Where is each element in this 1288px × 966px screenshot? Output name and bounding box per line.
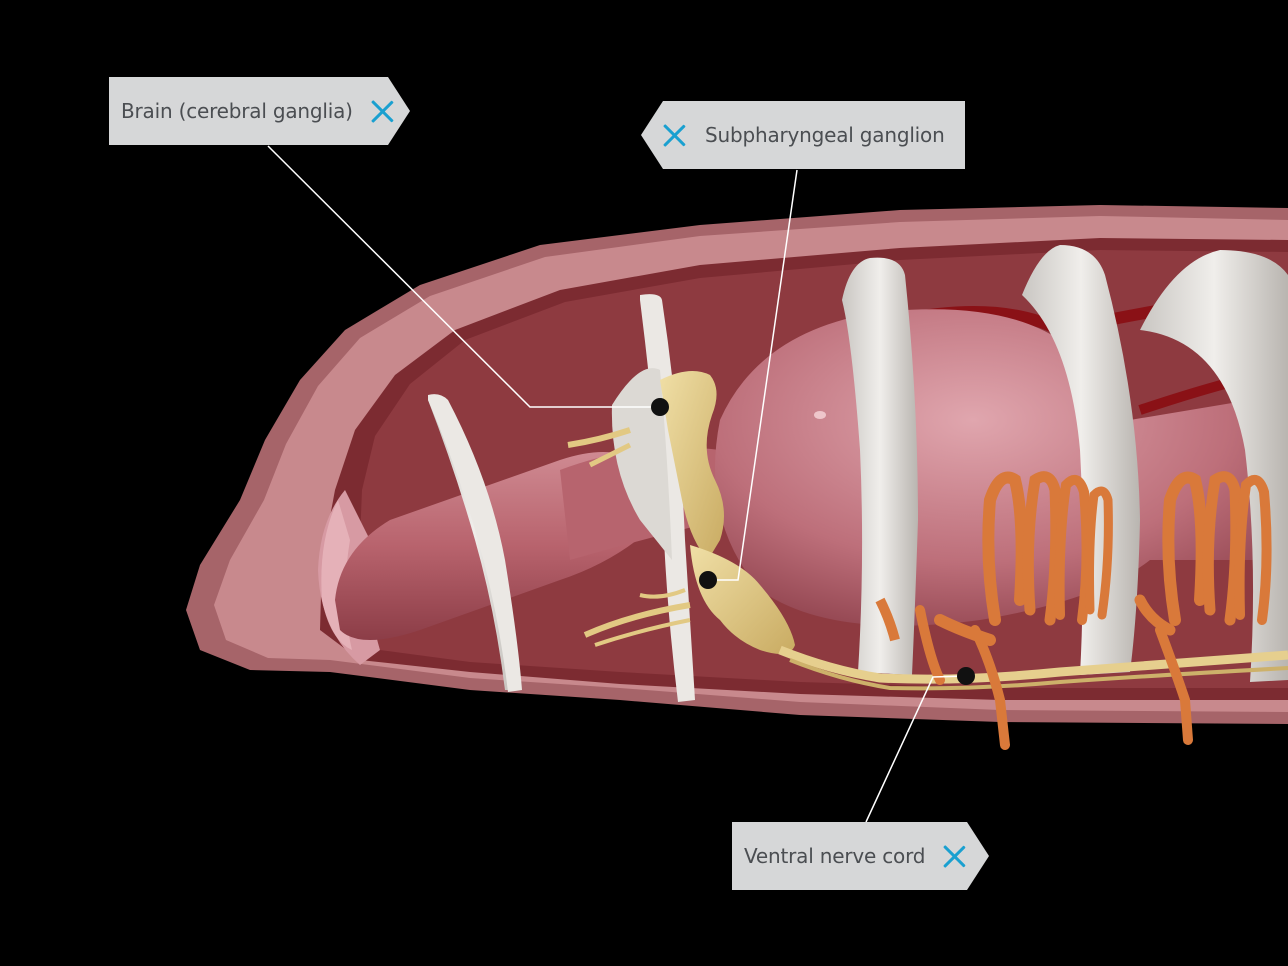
close-icon[interactable] xyxy=(941,843,967,869)
leader-lines xyxy=(267,145,967,823)
leader-line-subpharyngeal xyxy=(708,169,798,581)
label-text: Ventral nerve cord xyxy=(744,844,926,868)
label-ventral: Ventral nerve cord xyxy=(732,822,989,890)
label-text: Subpharyngeal ganglion xyxy=(705,123,945,147)
anchor-dot-brain xyxy=(651,398,669,416)
circumpharyngeal-connective xyxy=(690,545,795,654)
anchor-dot-subpharyngeal xyxy=(699,571,717,589)
septum xyxy=(1140,250,1288,682)
leader-line-brain xyxy=(267,145,660,408)
cerebral-ganglia xyxy=(660,371,724,560)
septum xyxy=(428,394,522,692)
nervous-system xyxy=(567,371,1288,691)
close-icon[interactable] xyxy=(369,98,395,124)
anchor-dot-ventral xyxy=(957,667,975,685)
label-brain: Brain (cerebral ganglia) xyxy=(109,77,410,145)
septum xyxy=(842,257,918,675)
label-text: Brain (cerebral ganglia) xyxy=(121,99,353,123)
leader-line-ventral xyxy=(865,675,967,823)
nephridia xyxy=(915,471,1272,750)
close-icon[interactable] xyxy=(661,122,687,148)
label-subpharyngeal: Subpharyngeal ganglion xyxy=(641,101,965,169)
septum xyxy=(611,294,695,702)
